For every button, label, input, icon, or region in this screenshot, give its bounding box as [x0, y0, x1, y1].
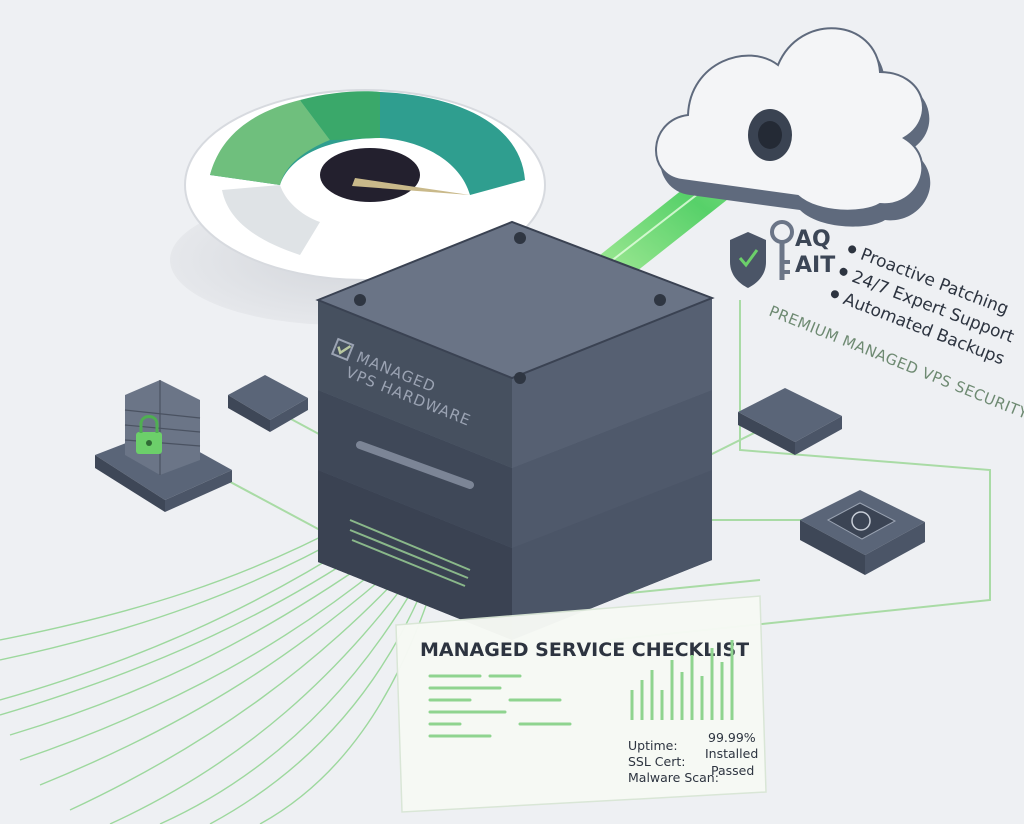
speed-gauge-icon	[170, 89, 546, 325]
checkbox-icon	[330, 337, 355, 362]
checkmark-icon	[337, 345, 352, 355]
key-icon	[770, 220, 794, 280]
stat-label-malware: Malware Scan:	[628, 770, 719, 785]
stat-value-uptime: 99.99%	[708, 730, 756, 745]
mini-bar-chart	[630, 640, 734, 720]
checklist-title: MANAGED SERVICE CHECKLIST	[420, 639, 749, 661]
managed-vps-server	[315, 220, 715, 640]
data-stream-lines	[0, 523, 433, 824]
stat-label-uptime: Uptime:	[628, 738, 678, 753]
stat-label-ssl: SSL Cert:	[628, 754, 685, 769]
network-node	[738, 388, 842, 455]
network-node	[228, 375, 308, 432]
brand-line2: AIT	[795, 253, 835, 278]
brain-chip-icon	[800, 490, 925, 575]
firewall-padlock-icon	[95, 380, 232, 512]
shield-check-icon	[730, 232, 766, 288]
brand-line1: AQ	[795, 227, 831, 252]
service-checklist-card: MANAGED SERVICE CHECKLIST Uptime: 99.99%…	[395, 595, 767, 813]
cloud-icon	[655, 27, 931, 227]
stat-value-ssl: Installed	[705, 746, 758, 761]
stat-value-malware: Passed	[711, 763, 754, 778]
